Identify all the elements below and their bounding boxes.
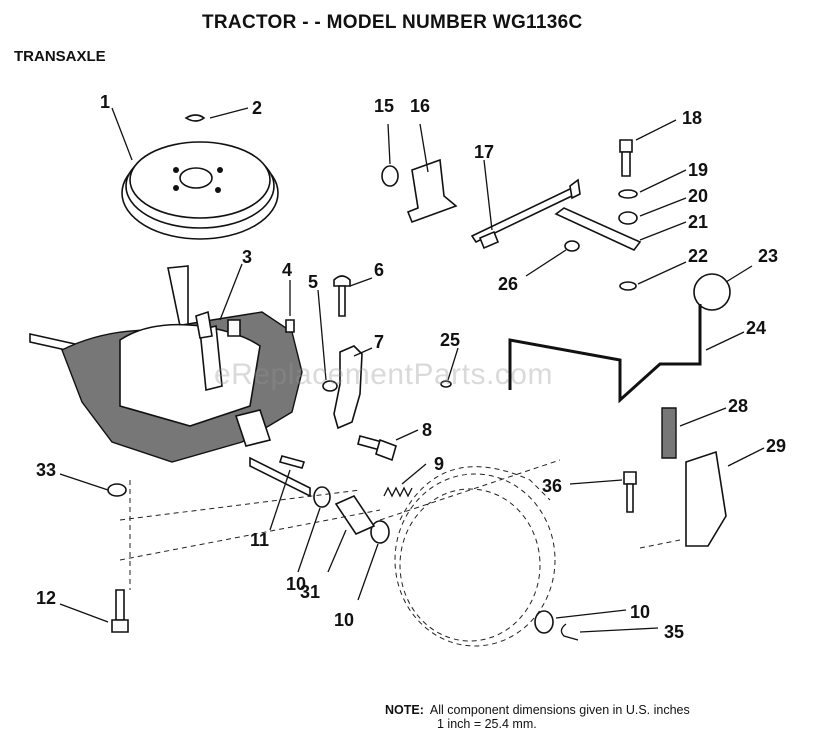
callout-36: 36 (542, 476, 562, 496)
part-rod-17[interactable] (470, 178, 581, 250)
part-pulley[interactable] (121, 141, 279, 240)
part-spacer-31[interactable] (334, 494, 376, 536)
part-knob-23[interactable] (693, 273, 731, 311)
part-washer-10c[interactable] (534, 610, 554, 634)
page-title: TRACTOR - - MODEL NUMBER WG1136C (202, 12, 583, 33)
callout-22: 22 (688, 246, 708, 266)
callout-4: 4 (282, 260, 292, 280)
callout-10b: 10 (334, 610, 354, 630)
part-lever-24[interactable] (508, 304, 702, 404)
part-bracket-7[interactable] (333, 345, 363, 430)
callout-20: 20 (688, 186, 708, 206)
part-transaxle-assembly[interactable] (29, 265, 311, 498)
callout-35: 35 (664, 622, 684, 642)
part-spring-28[interactable] (661, 407, 677, 459)
part-nut[interactable] (322, 380, 338, 392)
callout-24: 24 (746, 318, 766, 338)
part-washer-22[interactable] (619, 281, 637, 291)
note-line1: All component dimensions given in U.S. i… (429, 703, 690, 717)
part-bracket-29[interactable] (685, 450, 727, 547)
callout-25: 25 (440, 330, 460, 350)
callout-23: 23 (758, 246, 778, 266)
part-plate-21[interactable] (554, 207, 642, 251)
part-key[interactable] (184, 114, 206, 122)
part-bolt-36[interactable] (623, 471, 637, 513)
part-tire (394, 466, 556, 647)
part-spring-9[interactable] (383, 486, 413, 498)
part-washer-19[interactable] (618, 189, 638, 199)
callout-26: 26 (498, 274, 518, 294)
part-plug[interactable] (285, 319, 295, 333)
callout-21: 21 (688, 212, 708, 232)
watermark: eReplacementParts.com (214, 358, 553, 391)
part-washer-10b[interactable] (370, 520, 390, 544)
callout-18: 18 (682, 108, 702, 128)
note-line2: 1 inch = 25.4 mm. (437, 717, 537, 731)
callout-17: 17 (474, 142, 494, 162)
part-key-11[interactable] (278, 455, 306, 469)
callout-29: 29 (766, 436, 786, 456)
callout-9: 9 (434, 454, 444, 474)
callout-33: 33 (36, 460, 56, 480)
part-bolt-12[interactable] (111, 589, 129, 633)
part-clip-35[interactable] (560, 623, 579, 641)
part-bracket-16[interactable] (406, 158, 458, 224)
callout-2: 2 (252, 98, 262, 118)
note-label: NOTE: (385, 703, 424, 717)
callout-5: 5 (308, 272, 318, 292)
part-bolt-18[interactable] (619, 139, 633, 177)
callout-19: 19 (688, 160, 708, 180)
callout-3: 3 (242, 247, 252, 267)
callout-11: 11 (250, 530, 269, 550)
callout-31: 31 (300, 582, 320, 602)
callout-28: 28 (728, 396, 748, 416)
part-bolt-8[interactable] (357, 435, 397, 462)
part-washer-15[interactable] (381, 165, 399, 187)
section-title: TRANSAXLE (14, 48, 106, 65)
callout-12: 12 (36, 588, 56, 608)
part-nut-33[interactable] (107, 483, 127, 497)
callout-10c: 10 (630, 602, 650, 622)
part-bolt-6[interactable] (333, 275, 351, 317)
callout-6: 6 (374, 260, 384, 280)
part-pin-25[interactable] (440, 380, 452, 388)
callout-7: 7 (374, 332, 384, 352)
part-washer-10a[interactable] (313, 486, 331, 508)
callout-15: 15 (374, 96, 394, 116)
part-spacer-26[interactable] (564, 240, 580, 252)
callout-8: 8 (422, 420, 432, 440)
callout-16: 16 (410, 96, 430, 116)
callout-10a: 10 (286, 574, 306, 594)
callout-1: 1 (100, 92, 110, 112)
part-washer-20[interactable] (618, 211, 638, 225)
note: NOTE: All component dimensions given in U… (385, 703, 690, 731)
